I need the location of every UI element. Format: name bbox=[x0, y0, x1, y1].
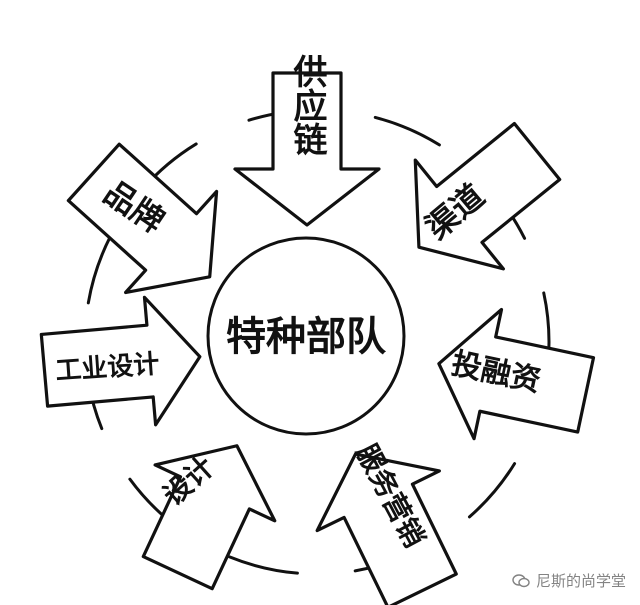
arrow-capital bbox=[437, 307, 596, 441]
watermark-text: 尼斯的尚学堂 bbox=[535, 572, 626, 590]
arrow-brand-shape bbox=[66, 142, 219, 295]
arrow-channel-shape bbox=[413, 121, 562, 271]
arrow-supply-chain-shape bbox=[233, 71, 381, 227]
wechat-icon bbox=[512, 573, 530, 587]
center-label: 特种部队 bbox=[226, 313, 387, 360]
arrow-service bbox=[315, 452, 458, 605]
arrow-supply-chain: 供应链 bbox=[233, 54, 381, 227]
arrow-supply-chain-label: 供应链 bbox=[287, 54, 328, 156]
center-circle bbox=[206, 236, 406, 436]
arrow-brand bbox=[66, 142, 219, 295]
arrow-capital-shape bbox=[437, 307, 596, 441]
arrow-industrial-design bbox=[39, 295, 202, 427]
arrow-service-shape bbox=[315, 452, 458, 605]
arrow-channel bbox=[413, 121, 562, 271]
arrow-design-shape bbox=[141, 444, 277, 591]
arrow-industrial-design-label: 工业设计 bbox=[55, 349, 161, 386]
arrow-design bbox=[141, 444, 277, 591]
arrow-industrial-design-shape bbox=[39, 295, 202, 427]
watermark: 尼斯的尚学堂 bbox=[512, 570, 626, 591]
